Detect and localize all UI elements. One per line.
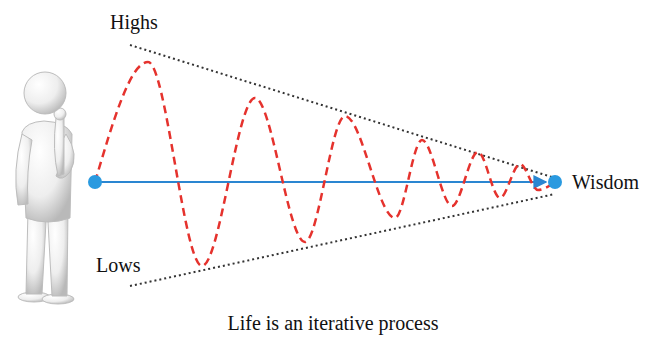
envelope-line xyxy=(130,45,555,178)
thinking-figure xyxy=(16,72,74,304)
end-label: Wisdom xyxy=(572,170,639,194)
wave-layer xyxy=(95,62,555,266)
start-dot xyxy=(88,175,102,189)
envelope-line xyxy=(130,194,555,286)
axis-arrow xyxy=(95,181,546,183)
figure-arm xyxy=(16,134,32,205)
figure-forearm xyxy=(54,118,64,176)
figure-leg xyxy=(26,210,46,294)
damped-wave xyxy=(95,62,555,266)
caption: Life is an iterative process xyxy=(227,311,438,335)
lows-label: Lows xyxy=(96,253,140,277)
highs-label: Highs xyxy=(110,10,158,34)
end-dot xyxy=(548,175,562,189)
figure-head xyxy=(24,72,66,114)
